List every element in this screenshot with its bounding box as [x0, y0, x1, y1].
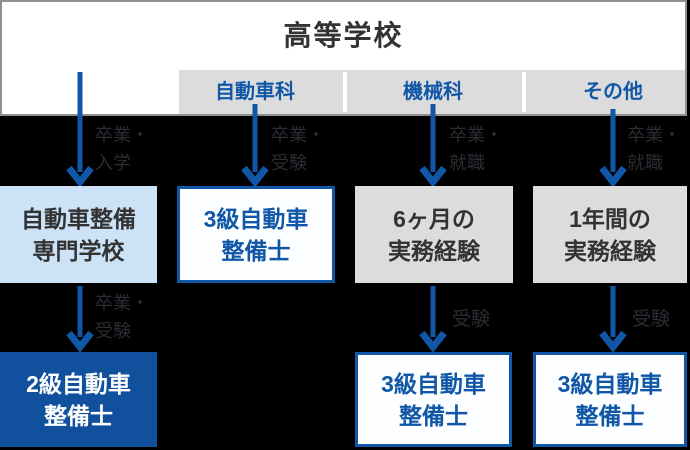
arrow-down-icon	[599, 286, 627, 353]
box-grade3-mechanic-auto: 3級自動車 整備士	[177, 186, 335, 283]
edge-label-graduate-exam: 卒業・ 受験	[271, 125, 325, 173]
edge-label-graduate-exam: 卒業・ 受験	[95, 293, 149, 341]
strip-divider	[522, 72, 526, 112]
track-label-automotive: 自動車科	[215, 81, 295, 103]
box-vocational-school: 自動車整備 専門学校	[0, 186, 157, 283]
arrow-down-icon	[419, 104, 447, 188]
edge-label-exam: 受験	[632, 309, 671, 330]
box-grade3-mechanic-other: 3級自動車 整備士	[533, 352, 687, 447]
box-grade2-mechanic: 2級自動車 整備士	[0, 352, 157, 447]
box-experience-6months: 6ヶ月の 実務経験	[355, 186, 513, 283]
box-experience-1year: 1年間の 実務経験	[533, 186, 687, 283]
arrow-down-icon	[419, 286, 447, 353]
track-label-machinery: 機械科	[403, 81, 463, 103]
edge-label-graduate-employment: 卒業・ 就職	[627, 125, 681, 173]
arrow-down-icon	[66, 72, 94, 188]
arrow-down-icon	[241, 104, 269, 188]
arrow-down-icon	[599, 109, 627, 188]
strip-divider	[343, 72, 347, 112]
edge-label-graduate-enroll: 卒業・ 入学	[95, 125, 149, 173]
box-grade3-mechanic-machinery: 3級自動車 整備士	[355, 352, 512, 447]
high-school-title: 高等学校	[283, 20, 404, 51]
arrow-down-icon	[66, 286, 94, 353]
edge-label-exam: 受験	[452, 309, 491, 330]
edge-label-graduate-employment: 卒業・ 就職	[449, 125, 503, 173]
track-label-other: その他	[583, 81, 643, 103]
